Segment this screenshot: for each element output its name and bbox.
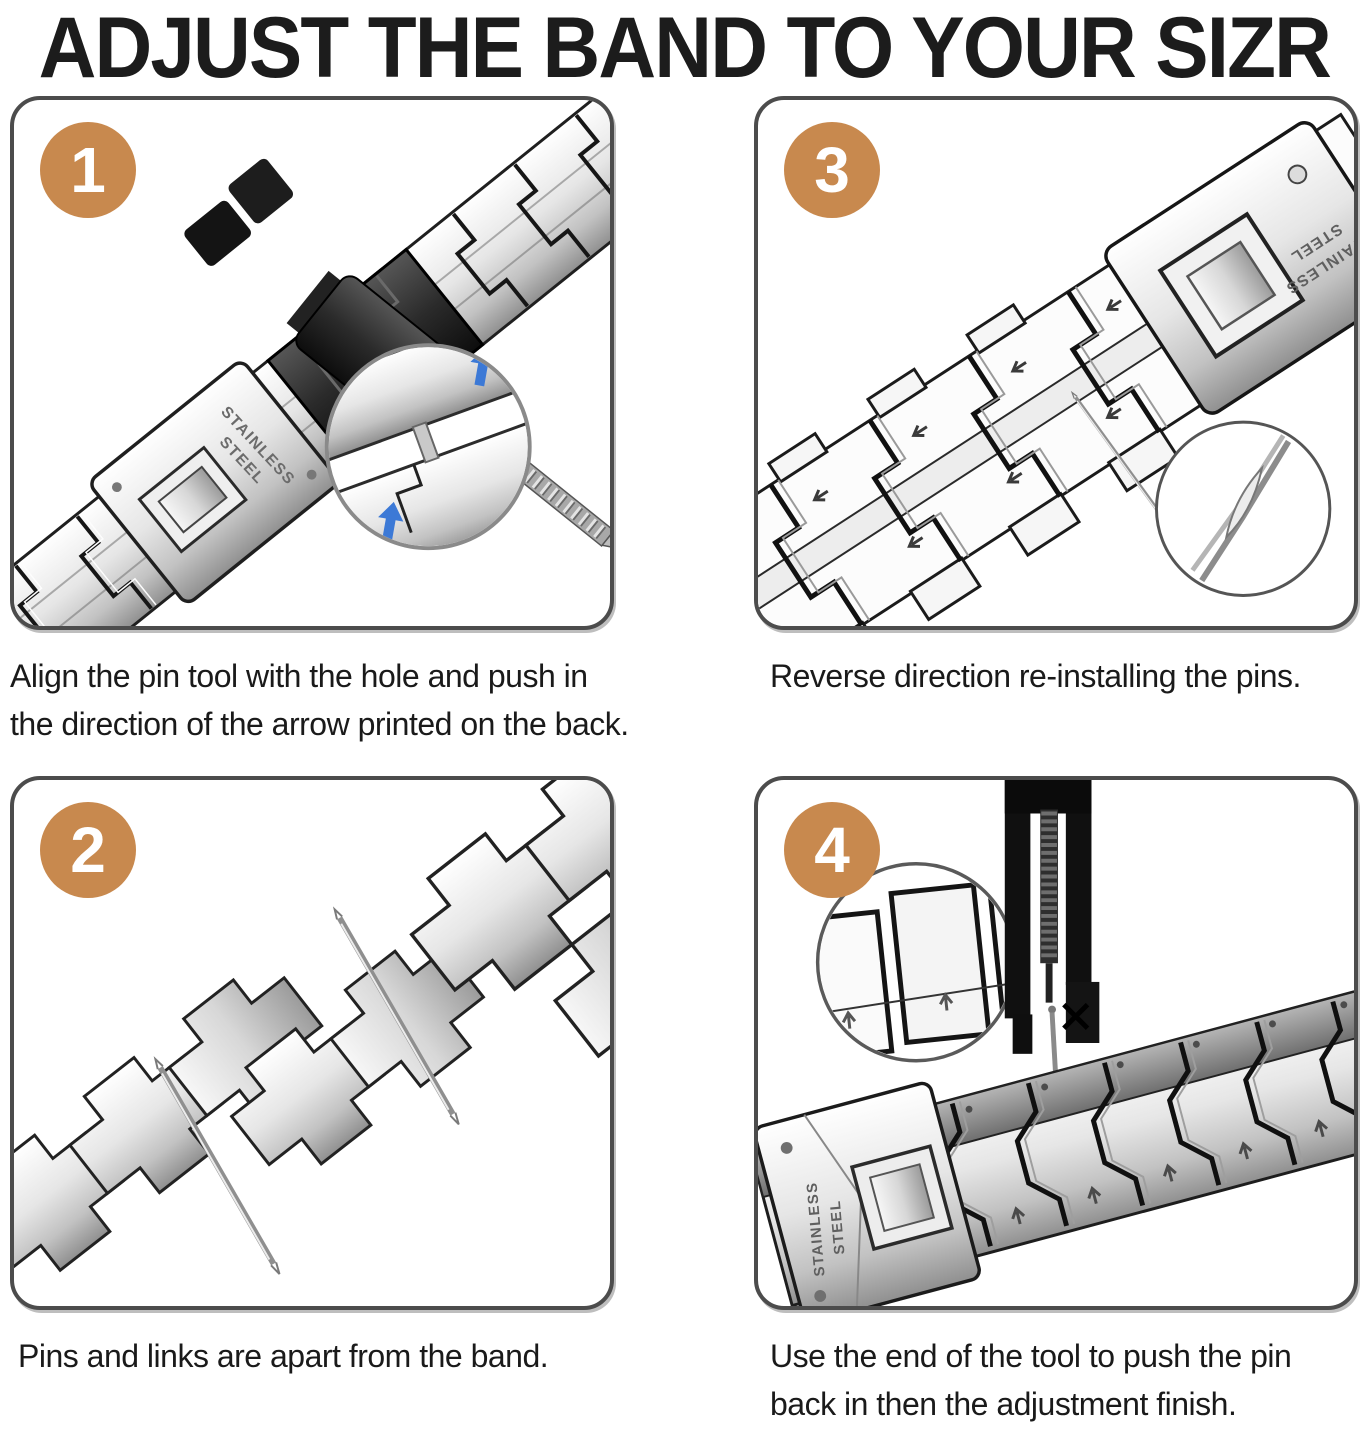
clasp: STAINLESS STEEL <box>90 361 338 604</box>
step-1-panel: STAINLESS STEEL <box>10 96 614 630</box>
step-2-caption: Pins and links are apart from the band. <box>10 1332 614 1380</box>
step-4-caption: Use the end of the tool to push the pin … <box>754 1332 1358 1428</box>
caption-line: Use the end of the tool to push the pin <box>770 1338 1292 1374</box>
clasp-screw <box>780 1142 793 1154</box>
step-3-caption: Reverse direction re-installing the pins… <box>754 652 1358 700</box>
step-number: 2 <box>70 814 106 886</box>
watch-band: STAINLESS STEEL <box>758 983 1354 1306</box>
step-4-cell: STAINLESS STEEL 4 Use the end of the too… <box>754 776 1358 1428</box>
tool-screw-tip <box>600 529 610 550</box>
step-number-badge: 3 <box>784 122 880 218</box>
clasp-screw <box>111 482 122 493</box>
step-3-cell: STAINLESS STEEL <box>754 96 1358 748</box>
clasp-screw <box>814 1290 827 1302</box>
page-title-text: ADJUST THE BAND TO YOUR SIZR <box>38 0 1331 96</box>
push-pin <box>1048 1005 1059 1082</box>
clasp-screw <box>306 469 317 480</box>
step-number: 4 <box>814 814 850 886</box>
steps-grid-row-1: STAINLESS STEEL <box>0 96 1368 748</box>
step-1-illustration: STAINLESS STEEL <box>14 100 610 626</box>
pin-tip-detail <box>1224 464 1264 541</box>
step-number-badge: 2 <box>40 802 136 898</box>
watch-band: STAINLESS STEEL <box>14 100 610 626</box>
steps-grid-row-2: 2 Pins and links are apart from the band… <box>0 776 1368 1428</box>
pin-holes <box>965 1001 1348 1113</box>
pin-in-hole <box>411 421 440 464</box>
caption-line: back in then the adjustment finish. <box>770 1386 1237 1422</box>
magnifier-inset <box>1154 420 1332 597</box>
caption-line: Reverse direction re-installing the pins… <box>770 658 1301 694</box>
step-2-panel: 2 <box>10 776 614 1310</box>
step-2-cell: 2 Pins and links are apart from the band… <box>10 776 614 1428</box>
tool-cross-detail <box>1062 1002 1090 1030</box>
engraving-steel: STEEL <box>828 1199 849 1255</box>
step-4-panel: STAINLESS STEEL 4 <box>754 776 1358 1310</box>
caption-line: Align the pin tool with the hole and pus… <box>10 658 588 694</box>
step-number: 3 <box>814 134 850 206</box>
clasp-screw <box>1287 164 1308 185</box>
pin-removal-tool <box>1004 780 1100 1054</box>
caption-line: the direction of the arrow printed on th… <box>10 706 629 742</box>
clasp: STAINLESS STEEL <box>1104 121 1354 415</box>
step-3-panel: STAINLESS STEEL <box>754 96 1358 630</box>
clasp: STAINLESS STEEL <box>758 1081 981 1306</box>
watch-band-back: STAINLESS STEEL <box>758 112 1354 626</box>
step-number-badge: 4 <box>784 802 880 898</box>
caption-line: Pins and links are apart from the band. <box>18 1338 549 1374</box>
tool-clamp-knobs <box>184 158 294 266</box>
step-1-cell: STAINLESS STEEL <box>10 96 629 748</box>
step-4-illustration: STAINLESS STEEL <box>758 780 1354 1306</box>
step-number-badge: 1 <box>40 122 136 218</box>
step-3-illustration: STAINLESS STEEL <box>758 112 1354 626</box>
page-title: ADJUST THE BAND TO YOUR SIZR <box>0 0 1368 96</box>
step-1-caption: Align the pin tool with the hole and pus… <box>10 652 629 748</box>
step-number: 1 <box>70 134 106 206</box>
